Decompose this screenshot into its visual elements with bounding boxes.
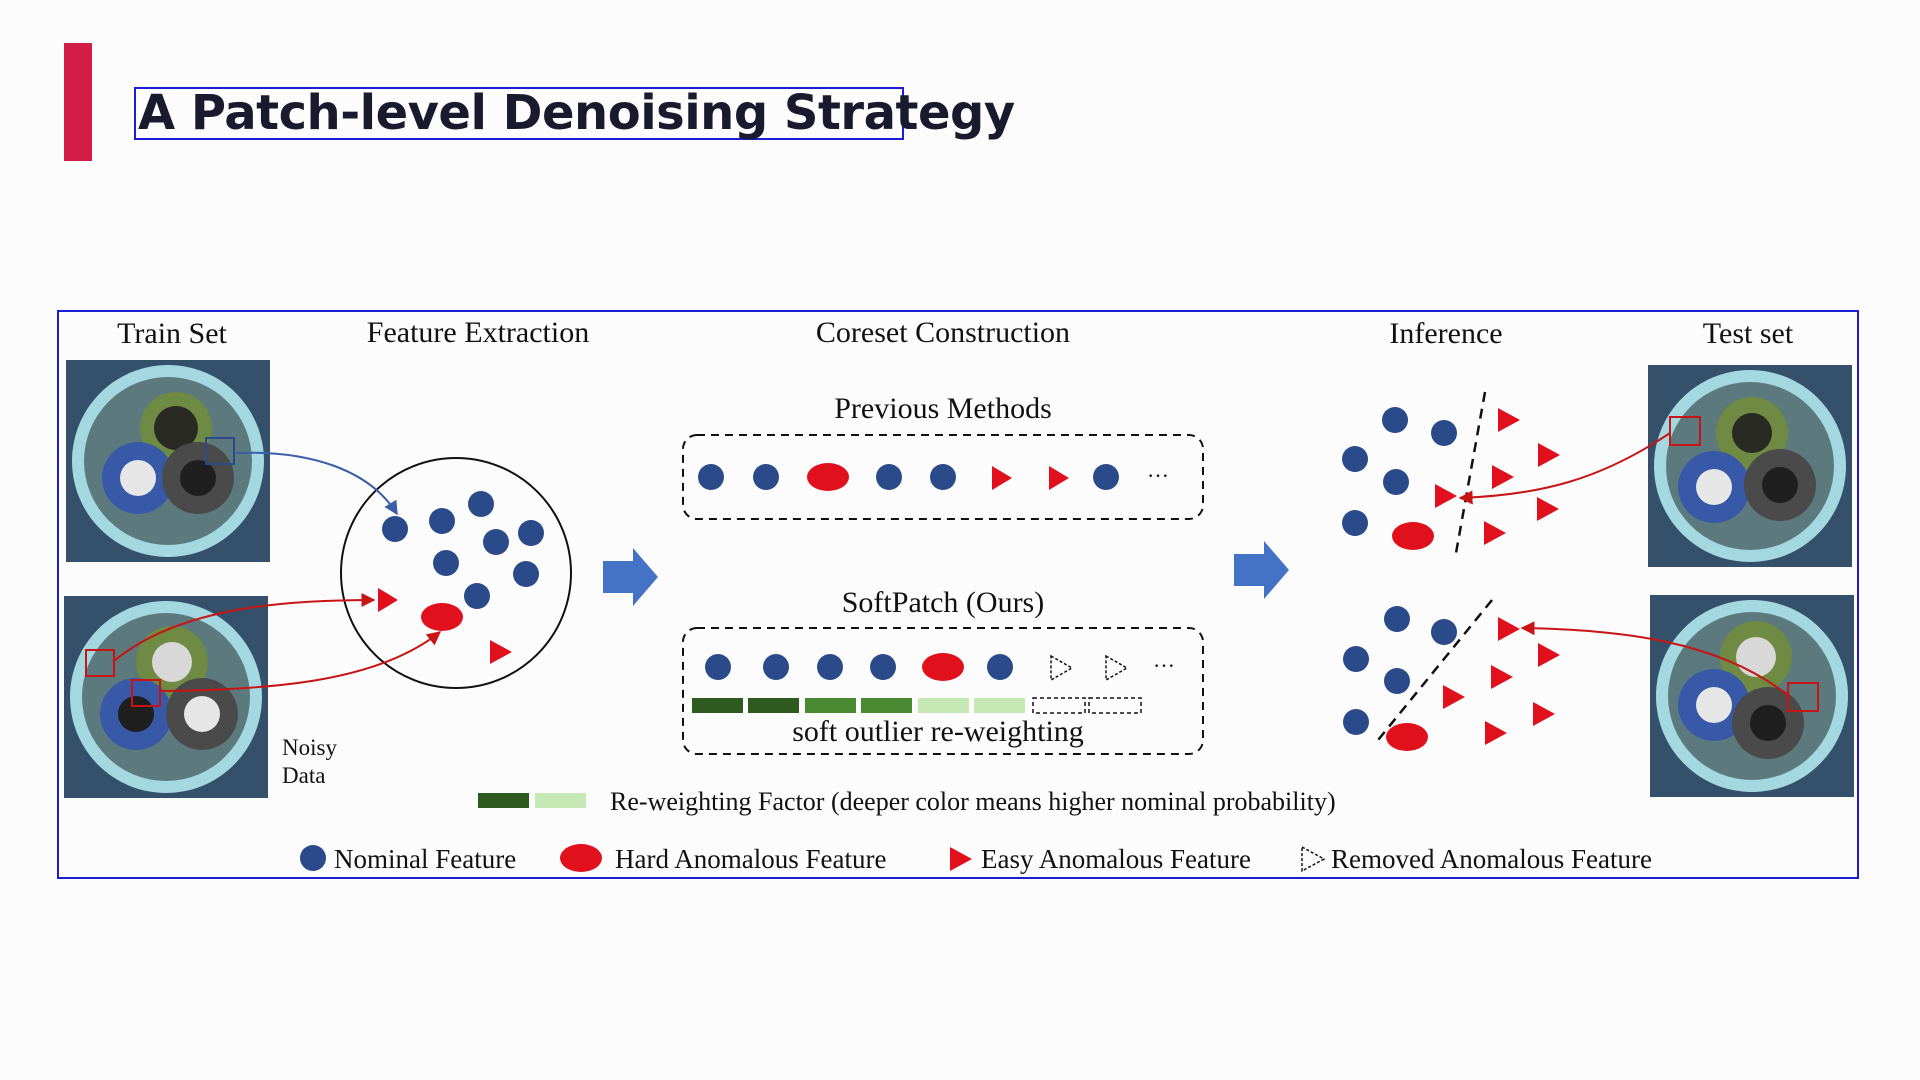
inference-top-points bbox=[1342, 407, 1560, 550]
feature-space-points bbox=[378, 491, 544, 664]
legend-nominal-icon bbox=[300, 845, 326, 871]
legend-hard-icon bbox=[560, 844, 602, 872]
softpatch-box bbox=[682, 627, 1204, 755]
softpatch-label: SoftPatch (Ours) bbox=[842, 586, 1044, 619]
accent-bar bbox=[64, 43, 92, 161]
inference-bottom-points bbox=[1343, 606, 1560, 751]
previous-methods-ellipsis: ··· bbox=[1147, 463, 1169, 488]
inference-top-boundary bbox=[1454, 391, 1487, 554]
previous-methods-features bbox=[698, 463, 1119, 491]
noisy-data-label-line2: Data bbox=[282, 763, 325, 788]
legend-hard-label: Hard Anomalous Feature bbox=[615, 844, 886, 874]
noisy-data-label-line1: Noisy bbox=[282, 735, 337, 760]
section-feature-extraction: Feature Extraction bbox=[367, 316, 589, 349]
arrow-test-bottom bbox=[1520, 621, 1791, 698]
arrow-nominal-patch bbox=[235, 451, 398, 516]
softpatch-ellipsis: ··· bbox=[1153, 653, 1175, 678]
legend-nominal-label: Nominal Feature bbox=[334, 844, 516, 874]
previous-methods-box bbox=[682, 434, 1204, 520]
arrow-easy-anomaly-patch bbox=[113, 593, 376, 662]
reweight-caption: Re-weighting Factor (deeper color means … bbox=[610, 787, 1336, 816]
reweighting-bars bbox=[692, 697, 1142, 714]
section-inference: Inference bbox=[1389, 317, 1502, 350]
reweight-legend-dark bbox=[478, 793, 529, 808]
section-coreset-construction: Coreset Construction bbox=[816, 316, 1070, 349]
diagram-frame bbox=[57, 310, 1859, 879]
page-title: A Patch-level Denoising Strategy bbox=[134, 87, 1015, 140]
legend-easy-label: Easy Anomalous Feature bbox=[981, 844, 1251, 874]
soft-outlier-label: soft outlier re-weighting bbox=[792, 715, 1084, 748]
inference-bottom-boundary bbox=[1373, 599, 1493, 746]
previous-methods-label: Previous Methods bbox=[834, 392, 1052, 425]
arrow-hard-anomaly-patch bbox=[159, 631, 442, 692]
legend-removed-label: Removed Anomalous Feature bbox=[1331, 844, 1652, 874]
test-image-top bbox=[1648, 365, 1852, 567]
section-test-set: Test set bbox=[1703, 317, 1794, 350]
test-image-bottom bbox=[1650, 595, 1854, 797]
reweight-legend-light bbox=[535, 793, 586, 808]
train-image-top bbox=[66, 360, 270, 562]
arrow-to-coreset bbox=[603, 548, 658, 606]
legend-removed-icon bbox=[1301, 845, 1326, 873]
arrow-to-inference bbox=[1234, 541, 1289, 599]
legend-easy-icon bbox=[950, 847, 972, 871]
section-train-set: Train Set bbox=[117, 317, 227, 350]
train-image-bottom bbox=[64, 596, 268, 798]
arrow-test-top bbox=[1458, 432, 1671, 505]
feature-space-circle bbox=[340, 457, 572, 689]
softpatch-features bbox=[705, 653, 1129, 682]
